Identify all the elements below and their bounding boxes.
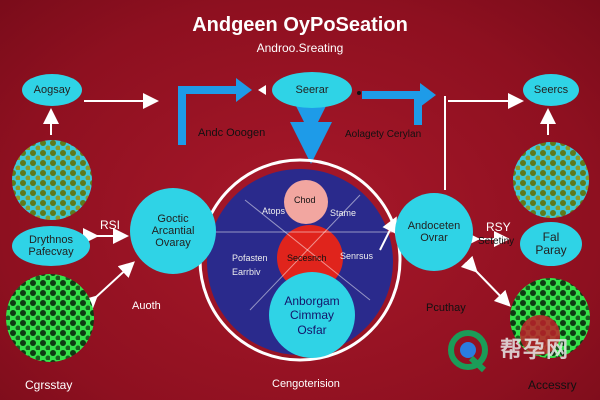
core-pink-circle	[284, 180, 328, 224]
label-arrow-mid-left: Andc Ooogen	[198, 127, 266, 139]
node-center-left: Goctic Arcantial Ovaray	[130, 188, 216, 274]
inner-label-atops: Atops	[262, 206, 286, 216]
label-bottom-right: Accessry	[528, 378, 577, 392]
core-center-label: Secesnch	[287, 253, 327, 263]
node-right-middle: Fal Paray	[520, 222, 582, 266]
core-cyan-circle	[269, 272, 355, 358]
blue-arrow-right	[362, 91, 422, 125]
label-arrow-mid-right: Aolagety Cerylan	[345, 129, 422, 140]
label-rsy-right: RSY	[486, 220, 511, 234]
arrow-bottomright-diag	[460, 255, 511, 307]
inner-label-senrus: Senrsus	[340, 251, 374, 261]
watermark-text: 帮孕网	[500, 337, 570, 362]
page-subtitle: Androo.Sreating	[256, 41, 344, 55]
blue-arrow-left	[178, 86, 238, 145]
node-top-right-label: Seercs	[533, 84, 569, 96]
label-auoth: Auoth	[132, 300, 161, 312]
core-top-label: Chod	[294, 195, 316, 205]
label-rsy-right-sub: Setetiny	[478, 236, 515, 247]
red-blob	[520, 315, 560, 355]
label-rsl-left: RSI	[100, 218, 121, 232]
core-red-circle	[277, 225, 343, 291]
label-pcuthay: Pcuthay	[426, 302, 466, 314]
node-center-left-label: Goctic Arcantial Ovaray	[151, 212, 195, 250]
label-bottom-center: Cengoterision	[272, 378, 340, 390]
node-top-center-label: Seerar	[295, 84, 329, 96]
node-center-right-label: Andoceten Ovrar	[407, 219, 461, 244]
node-left-middle: Drythnos Pafecvay	[12, 226, 90, 266]
node-top-center: Seerar	[272, 72, 352, 108]
watermark-q-icon	[448, 330, 488, 370]
node-right-middle-label: Fal Paray	[535, 229, 567, 257]
core-bottom-label: Anborgam Cimmay Osfar	[284, 294, 340, 337]
node-top-right: Seercs	[523, 74, 579, 106]
watermark-logo	[448, 330, 488, 373]
node-top-left: Aogsay	[22, 74, 82, 106]
inner-label-pofastion: Pofasten Earrbiv	[232, 253, 268, 277]
node-center-right: Andoceten Ovrar	[395, 193, 473, 271]
label-bottom-left: Cgrsstay	[25, 378, 73, 392]
arrow-bottomleft-diag	[80, 261, 135, 313]
node-left-middle-label: Drythnos Pafecvay	[28, 233, 74, 258]
inner-label-stame: Stame	[330, 208, 357, 218]
page-title: Andgeen OyPoSeation	[192, 14, 408, 36]
left-top-cell	[12, 140, 92, 220]
right-top-cell	[513, 142, 589, 218]
left-bottom-cell	[6, 274, 94, 362]
node-top-left-label: Aogsay	[33, 84, 71, 96]
